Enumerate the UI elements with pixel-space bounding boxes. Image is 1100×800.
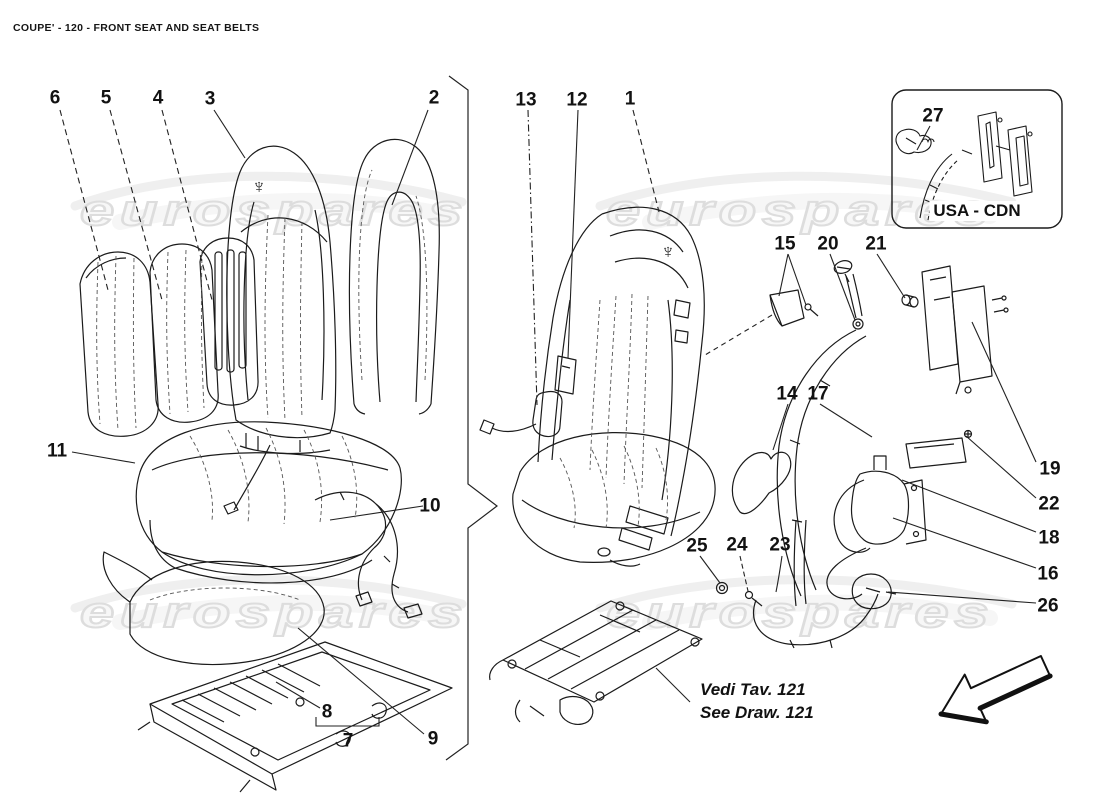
backrest-pads-stitching bbox=[96, 249, 205, 431]
callout-20: 20 bbox=[817, 233, 839, 255]
small-parts-art bbox=[715, 289, 879, 649]
foam-pad-contour bbox=[149, 587, 301, 601]
watermark-text: eurospares bbox=[605, 587, 995, 638]
assembled-seat-art bbox=[512, 206, 716, 567]
page-title: COUPE' - 120 - FRONT SEAT AND SEAT BELTS bbox=[13, 22, 260, 34]
callout-22: 22 bbox=[1038, 493, 1060, 515]
callout-11: 11 bbox=[46, 440, 68, 462]
callout-10: 10 bbox=[419, 495, 441, 517]
callout-13: 13 bbox=[515, 89, 537, 111]
callout-23: 23 bbox=[769, 534, 791, 556]
callout-9: 9 bbox=[427, 728, 439, 750]
callout-12: 12 bbox=[566, 89, 588, 111]
side-trim-art bbox=[731, 451, 792, 515]
front-of-car-arrow-icon bbox=[938, 655, 1053, 725]
assembled-seat-stitching bbox=[559, 293, 668, 529]
leader-lines bbox=[59, 109, 1037, 735]
watermark-text: eurospares bbox=[79, 185, 469, 236]
callout-6: 6 bbox=[49, 87, 61, 109]
maserati-trident-icon: ♆ bbox=[661, 241, 676, 263]
callout-2: 2 bbox=[428, 87, 440, 109]
usa-cdn-inset-art bbox=[895, 111, 1033, 221]
reference-note-line2: See Draw. 121 bbox=[700, 703, 814, 722]
seat-belt-assembly-art bbox=[776, 260, 1009, 610]
callout-17: 17 bbox=[807, 383, 829, 405]
callout-16: 16 bbox=[1037, 563, 1059, 585]
callout-4: 4 bbox=[152, 87, 164, 109]
callout-26: 26 bbox=[1037, 595, 1059, 617]
callout-1: 1 bbox=[624, 88, 636, 110]
callout-25: 25 bbox=[686, 535, 708, 557]
seat-frame-art bbox=[489, 600, 703, 725]
callout-21: 21 bbox=[865, 233, 887, 255]
callout-7: 7 bbox=[342, 730, 354, 752]
usa-cdn-inset-box bbox=[891, 89, 1063, 229]
maserati-trident-icon: ♆ bbox=[252, 176, 267, 198]
callout-8: 8 bbox=[321, 701, 333, 723]
divider-line bbox=[445, 75, 498, 761]
backrest-shell-stitching bbox=[358, 169, 428, 381]
callout-24: 24 bbox=[726, 534, 748, 556]
callout-3: 3 bbox=[204, 88, 216, 110]
callout-27: 27 bbox=[922, 105, 944, 127]
reference-note-line1: Vedi Tav. 121 bbox=[700, 680, 806, 699]
backrest-shell-art bbox=[348, 138, 440, 415]
callout-19: 19 bbox=[1039, 458, 1061, 480]
callout-15: 15 bbox=[774, 233, 796, 255]
foam-pad-art bbox=[102, 551, 325, 665]
watermark-text: eurospares bbox=[79, 587, 469, 638]
backrest-cover-stitching bbox=[264, 214, 303, 421]
backrest-pads-art bbox=[79, 237, 259, 437]
callout-18: 18 bbox=[1038, 527, 1060, 549]
callout-14: 14 bbox=[776, 383, 798, 405]
reference-note: Vedi Tav. 121 See Draw. 121 bbox=[700, 678, 814, 724]
buckle-and-cable-art bbox=[479, 355, 577, 438]
seat-cushion-art bbox=[135, 421, 402, 584]
backrest-cover-art bbox=[223, 145, 337, 515]
callout-5: 5 bbox=[100, 87, 112, 109]
usa-cdn-label: USA - CDN bbox=[929, 201, 1025, 221]
wiring-harness-art bbox=[314, 491, 423, 619]
seat-cushion-stitching bbox=[189, 427, 358, 525]
seat-pan-art bbox=[137, 641, 453, 793]
